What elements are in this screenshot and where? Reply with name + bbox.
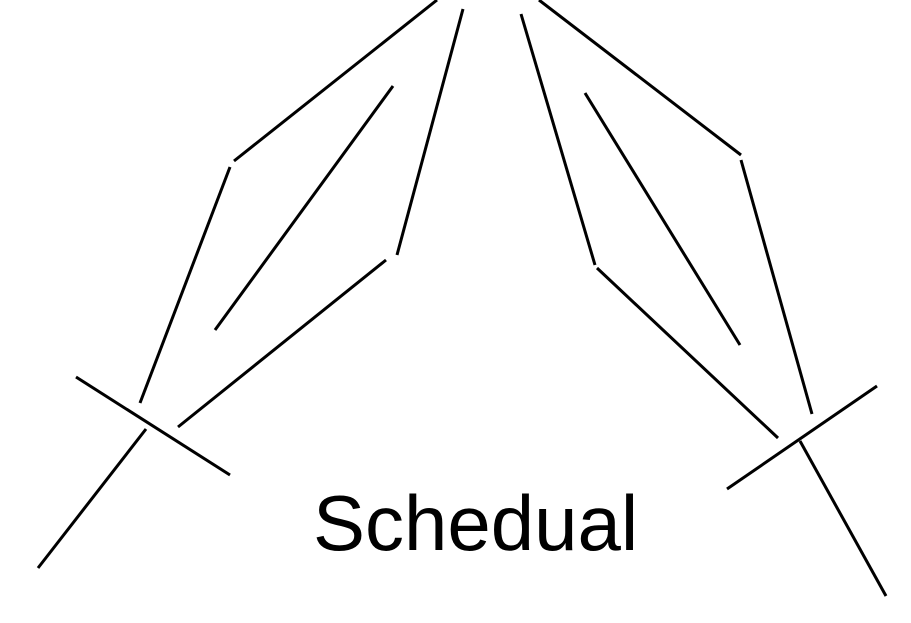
right-hilt bbox=[798, 440, 888, 597]
right-blade-inner-lower-edge bbox=[595, 266, 780, 440]
left-sword-drawing bbox=[36, 0, 465, 569]
diagram-caption: Schedual bbox=[313, 479, 639, 567]
left-hilt bbox=[36, 428, 148, 569]
right-blade-fuller-line bbox=[583, 92, 742, 346]
left-blade-outer-lower-edge bbox=[138, 166, 232, 404]
left-crossguard bbox=[75, 375, 231, 477]
left-blade-inner-lower-edge bbox=[177, 258, 387, 429]
right-blade-outer-lower-edge bbox=[739, 159, 814, 415]
right-blade-outer-upper-edge bbox=[538, 0, 742, 157]
left-blade-outer-upper-edge bbox=[233, 0, 438, 163]
left-blade-fuller-line bbox=[213, 85, 395, 331]
left-blade-inner-upper-edge bbox=[395, 8, 465, 256]
right-crossguard bbox=[726, 384, 878, 491]
right-blade-inner-upper-edge bbox=[519, 13, 597, 266]
right-sword-drawing bbox=[519, 0, 888, 597]
